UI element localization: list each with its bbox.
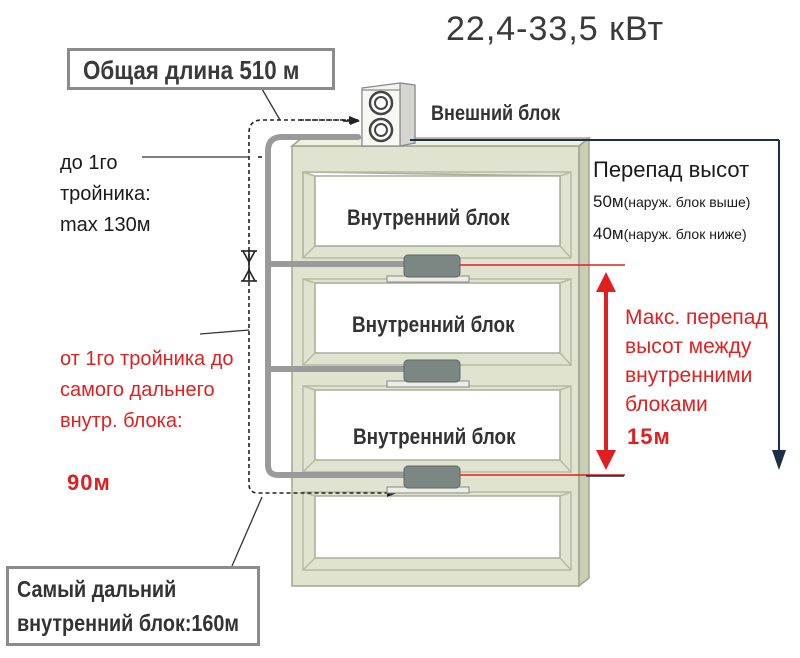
- first-branch-value: max 130м: [60, 214, 151, 236]
- height-outdoor-above: 50м(наруж. блок выше): [593, 192, 750, 212]
- total-length-label: Общая длина 510 м: [83, 55, 300, 85]
- height-outdoor-below: 40м(наруж. блок ниже): [593, 224, 747, 244]
- indoor-unit-label-3: Внутренний блок: [353, 424, 516, 449]
- first-branch-marker: [241, 250, 257, 282]
- height-outdoor-above-value: 50м: [593, 192, 624, 211]
- pipe-route-dashed: [248, 116, 397, 497]
- indoor-unit-3: [386, 465, 470, 494]
- refrigerant-pipes: [265, 134, 411, 478]
- farthest-unit-box: [6, 566, 260, 646]
- height-difference-title: Перепад высот: [593, 157, 750, 182]
- max-indoor-difference-arrow: [596, 272, 616, 470]
- outdoor-unit: [361, 82, 416, 147]
- max-indoor-difference-lines: [460, 264, 625, 476]
- height-outdoor-below-note: (наруж. блок ниже): [623, 226, 747, 242]
- height-outdoor-above-note: (наруж. блок выше): [623, 194, 751, 210]
- farthest-unit-text: Самый дальний внутренний блок:160м: [17, 572, 266, 640]
- max-indoor-difference-value: 15м: [627, 424, 671, 449]
- outdoor-unit-label: Внешний блок: [431, 102, 561, 125]
- height-difference-arrow: [410, 139, 786, 477]
- fan-top: [368, 90, 394, 116]
- branch-to-farthest-value: 90м: [67, 470, 111, 495]
- branch-to-farthest-label: от 1го тройника до самого дальнего внутр…: [60, 348, 234, 432]
- total-length-box: [67, 48, 335, 90]
- height-outdoor-below-value: 40м: [593, 224, 624, 243]
- indoor-unit-2: [386, 359, 470, 388]
- indoor-unit-label-2: Внутренний блок: [352, 312, 515, 337]
- indoor-unit-1: [386, 254, 470, 283]
- building: [289, 136, 592, 588]
- power-range: 22,4-33,5 кВт: [446, 10, 665, 48]
- first-branch-label: до 1го тройника:: [60, 152, 151, 205]
- floor-rooms: [302, 170, 561, 559]
- indoor-unit-label-1: Внутренний блок: [347, 205, 510, 230]
- fan-bottom: [368, 117, 394, 143]
- leader-lines: [142, 88, 281, 567]
- farthest-unit-value: 160м: [191, 610, 240, 636]
- first-branch-text: до 1го тройника: max 130м: [60, 148, 190, 241]
- max-indoor-difference-label: Макс. перепад высот между внутренними бл…: [625, 306, 768, 416]
- farthest-unit-label: Самый дальний внутренний блок:: [17, 576, 192, 636]
